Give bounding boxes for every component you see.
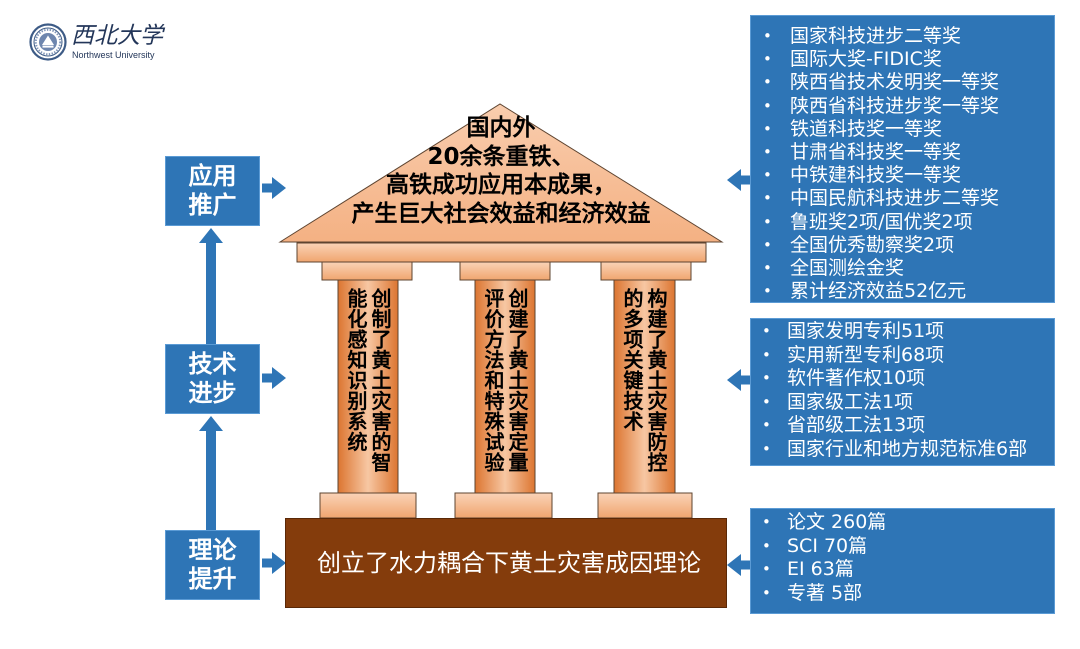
- pillar-text-column: 创制了黄土灾害的智: [368, 288, 392, 473]
- roof-line: 产生巨大社会效益和经济效益: [351, 200, 651, 227]
- list-item: 甘肃省科技奖一等奖: [751, 141, 1054, 164]
- theory-improvement-box: 理论 提升: [165, 530, 260, 600]
- up-arrow-theory-to-technology: [199, 416, 223, 530]
- roof-line: 20余条重铁、: [427, 143, 575, 170]
- list-item: 陕西省科技进步奖一等奖: [751, 95, 1054, 118]
- list-item: 鲁班奖2项/国优奖2项: [751, 211, 1054, 234]
- technology-progress-line1: 技术: [188, 350, 237, 378]
- roof-line: 国内外: [466, 115, 536, 141]
- pillar-shaft-left: [337, 279, 399, 494]
- list-item: 论文 260篇: [751, 511, 1054, 535]
- pillar-capital-middle: [459, 261, 551, 281]
- university-seal-icon: [29, 23, 67, 61]
- foundation-text: 创立了水力耦合下黄土灾害成因理论: [317, 549, 701, 577]
- pillar-capital-right: [600, 261, 692, 281]
- list-item: 省部级工法13项: [751, 414, 1054, 438]
- pillar-capital-left: [321, 261, 413, 281]
- application-promotion-line2: 推广: [188, 191, 237, 219]
- left-arrow-publications: [727, 554, 752, 576]
- left-arrow-intellectual-property: [727, 369, 752, 391]
- pillar-text-column: 能化感知识别系统: [344, 288, 368, 452]
- publications-list: 论文 260篇 SCI 70篇 EI 63篇 专著 5部: [751, 511, 1054, 606]
- list-item: SCI 70篇: [751, 535, 1054, 559]
- list-item: 全国优秀勘察奖2项: [751, 234, 1054, 257]
- awards-box: 国家科技进步二等奖 国际大奖-FIDIC奖 陕西省技术发明奖一等奖 陕西省科技进…: [750, 15, 1055, 303]
- pillar-shaft-middle: [474, 279, 536, 494]
- list-item: 中铁建科技奖一等奖: [751, 164, 1054, 187]
- list-item: 软件著作权10项: [751, 367, 1054, 391]
- list-item: 累计经济效益52亿元: [751, 280, 1054, 303]
- list-item: 中国民航科技进步二等奖: [751, 187, 1054, 210]
- technology-progress-line2: 进步: [188, 379, 237, 407]
- entablature: [296, 242, 707, 263]
- application-promotion-line1: 应用: [188, 162, 237, 190]
- right-arrow-application: [262, 177, 286, 199]
- theory-improvement-line1: 理论: [188, 536, 237, 564]
- foundation: 创立了水力耦合下黄土灾害成因理论: [285, 518, 727, 608]
- list-item: 国际大奖-FIDIC奖: [751, 48, 1054, 71]
- roof: [278, 103, 724, 243]
- pillar-text-column: 构建了黄土灾害防控: [644, 288, 668, 473]
- list-item: EI 63篇: [751, 558, 1054, 582]
- theory-improvement-line2: 提升: [188, 565, 237, 593]
- pillar-text-column: 创建了黄土灾害定量: [505, 288, 529, 473]
- list-item: 全国测绘金奖: [751, 257, 1054, 280]
- roof-line: 高铁成功应用本成果，: [386, 172, 616, 198]
- pillar-left-text: 创制了黄土灾害的智 能化感知识别系统: [344, 288, 392, 488]
- technology-progress-box: 技术 进步: [165, 344, 260, 414]
- logo-name-en: Northwest University: [72, 50, 155, 60]
- intellectual-property-list: 国家发明专利51项 实用新型专利68项 软件著作权10项 国家级工法1项 省部级…: [751, 320, 1054, 462]
- pillar-text-column: 评价方法和特殊试验: [481, 288, 505, 473]
- list-item: 陕西省技术发明奖一等奖: [751, 71, 1054, 94]
- roof-text: 国内外 20余条重铁、 高铁成功应用本成果， 产生巨大社会效益和经济效益: [300, 114, 702, 228]
- logo-name-cn: 西北大学: [71, 23, 163, 49]
- list-item: 实用新型专利68项: [751, 344, 1054, 368]
- awards-list: 国家科技进步二等奖 国际大奖-FIDIC奖 陕西省技术发明奖一等奖 陕西省科技进…: [751, 25, 1054, 303]
- pillar-shaft-right: [613, 279, 676, 494]
- pillar-right-text: 构建了黄土灾害防控 的多项关键技术: [620, 288, 668, 488]
- pillar-middle-text: 创建了黄土灾害定量 评价方法和特殊试验: [481, 288, 529, 488]
- pillar-base-middle: [454, 492, 553, 519]
- list-item: 国家级工法1项: [751, 391, 1054, 415]
- pillar-base-left: [319, 492, 417, 519]
- up-arrow-technology-to-application: [199, 228, 223, 344]
- list-item: 专著 5部: [751, 582, 1054, 606]
- list-item: 国家发明专利51项: [751, 320, 1054, 344]
- pillar-base-right: [597, 492, 693, 519]
- publications-box: 论文 260篇 SCI 70篇 EI 63篇 专著 5部: [750, 508, 1055, 614]
- list-item: 国家科技进步二等奖: [751, 25, 1054, 48]
- intellectual-property-box: 国家发明专利51项 实用新型专利68项 软件著作权10项 国家级工法1项 省部级…: [750, 318, 1055, 466]
- pillar-text-column: 的多项关键技术: [620, 288, 644, 432]
- right-arrow-technology: [262, 367, 286, 389]
- list-item: 铁道科技奖一等奖: [751, 118, 1054, 141]
- right-arrow-theory: [262, 552, 286, 574]
- list-item: 国家行业和地方规范标准6部: [751, 438, 1054, 462]
- application-promotion-box: 应用 推广: [165, 156, 260, 226]
- left-arrow-awards: [727, 169, 752, 191]
